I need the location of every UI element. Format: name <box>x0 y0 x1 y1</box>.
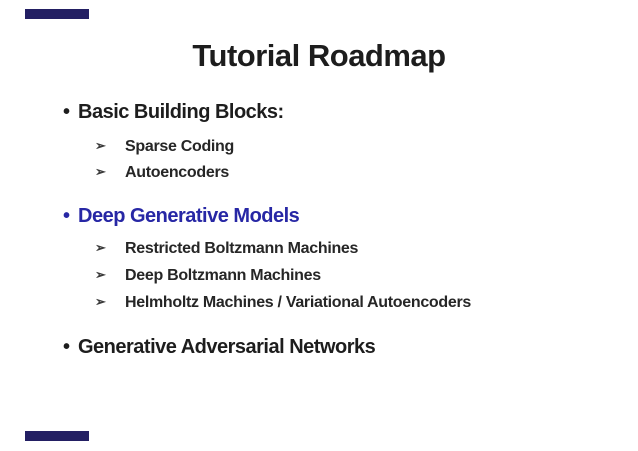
dot-bullet-icon: • <box>63 205 70 227</box>
arrow-bullet-icon: ➢ <box>95 138 106 153</box>
dot-bullet-icon: • <box>63 101 70 123</box>
sub-bullet-item-restricted-boltzmann-machines: ➢ Restricted Boltzmann Machines <box>95 238 358 258</box>
bullet-item-deep-generative-models: • Deep Generative Models <box>63 204 300 228</box>
arrow-bullet-icon: ➢ <box>95 240 106 255</box>
sub-bullet-item-autoencoders: ➢ Autoencoders <box>95 162 229 182</box>
arrow-bullet-icon: ➢ <box>95 294 106 309</box>
bullet-label: Generative Adversarial Networks <box>78 336 376 358</box>
bullet-label: Deep Generative Models <box>78 205 300 227</box>
sub-bullet-label: Sparse Coding <box>125 138 235 155</box>
sub-bullet-item-helmholtz-variational: ➢ Helmholtz Machines / Variational Autoen… <box>95 292 471 312</box>
sub-bullet-label: Helmholtz Machines / Variational Autoenc… <box>125 294 471 311</box>
sub-bullet-label: Deep Boltzmann Machines <box>125 267 321 284</box>
slide-title: Tutorial Roadmap <box>192 38 446 73</box>
sub-bullet-item-sparse-coding: ➢ Sparse Coding <box>95 136 234 156</box>
sub-bullet-label: Restricted Boltzmann Machines <box>125 240 359 257</box>
decor-bar-bottom-left <box>25 431 89 441</box>
dot-bullet-icon: • <box>63 336 70 358</box>
decor-bar-top-left <box>25 9 89 19</box>
sub-bullet-item-deep-boltzmann-machines: ➢ Deep Boltzmann Machines <box>95 265 321 285</box>
sub-bullet-label: Autoencoders <box>125 164 229 181</box>
arrow-bullet-icon: ➢ <box>95 164 106 179</box>
bullet-label: Basic Building Blocks: <box>78 101 284 123</box>
arrow-bullet-icon: ➢ <box>95 267 106 282</box>
bullet-item-basic-building-blocks: • Basic Building Blocks: <box>63 100 284 124</box>
bullet-item-generative-adversarial-networks: • Generative Adversarial Networks <box>63 335 376 359</box>
